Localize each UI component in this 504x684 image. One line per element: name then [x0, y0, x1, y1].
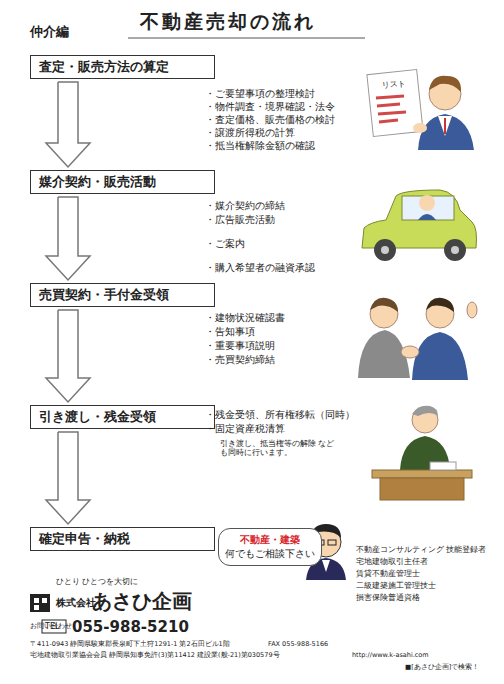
- company-logo: [30, 594, 50, 612]
- company-prefix: 株式会社: [56, 597, 96, 609]
- bullet-item: ・物件調査・境界確認・法令: [205, 101, 335, 113]
- address: 〒411-0943 静岡県駿東郡長泉町下土狩1291-1 第2石田ビル1階: [30, 641, 230, 648]
- bullet-item: ・譲渡所得税の計算: [205, 127, 295, 139]
- flow-arrow: [46, 432, 90, 524]
- flow-arrow: [46, 310, 90, 402]
- bullet-item: ・残金受領、所有権移転（同時）: [205, 409, 355, 421]
- flow-arrow: [46, 197, 90, 280]
- bullet-item: ・建物状況確認書: [205, 312, 285, 324]
- step-box: 売買契約・手付金受領: [30, 283, 215, 307]
- page-title: 不動産売却の流れ: [140, 11, 316, 33]
- step-box: 引き渡し・残金受領: [30, 405, 215, 429]
- bubble-text: 何でもご相談下さい: [225, 547, 315, 561]
- company-name: あさひ企画: [92, 590, 192, 613]
- tel-label: TEL: [45, 622, 59, 631]
- bullet-item: ・査定価格、販売価格の検討: [205, 114, 335, 126]
- qualification: 二級建築施工管理技士: [356, 582, 436, 591]
- bubble-text: 不動産・建築: [225, 533, 315, 547]
- section-label: 仲介編: [30, 25, 69, 40]
- qualification: 賃貸不動産管理士: [356, 570, 420, 579]
- step-box: 媒介契約・販売活動: [30, 170, 215, 194]
- step-label: 売買契約・手付金受領: [39, 286, 206, 304]
- qualification: 不動産コンサルティング 技能登録者: [356, 546, 486, 555]
- car-figure: [362, 190, 477, 261]
- step-label: 査定・販売方法の算定: [39, 58, 206, 76]
- slogan: ひとり ひとつを大切に: [56, 578, 138, 587]
- speech-bubble: 不動産・建築何でもご相談下さい: [218, 528, 322, 566]
- consultant-figure: [367, 70, 474, 150]
- step-label: 媒介契約・販売活動: [39, 173, 206, 191]
- bullet-item: ・ご要望事項の整理検討: [205, 88, 315, 100]
- flow-arrow: [46, 82, 90, 167]
- step-label: 確定申告・納税: [39, 530, 206, 548]
- handshake-figure: [358, 298, 477, 380]
- qualification: 損害保険普通資格: [356, 594, 420, 603]
- bullet-item: ・告知事項: [205, 326, 255, 338]
- bullet-item: ・固定資産税清算: [205, 423, 285, 435]
- search-note: ■[あさひ企画]で検索！: [405, 664, 479, 671]
- title-rule: [128, 38, 365, 39]
- bullet-item: ・重要事項説明: [205, 340, 275, 352]
- bullet-item: ・購入希望者の融資承認: [205, 262, 315, 274]
- bullet-item: ・ご案内: [205, 238, 245, 250]
- phone-number: 055-988-5210: [72, 619, 189, 636]
- bullet-item: ・媒介契約の締結: [205, 200, 285, 212]
- qualification: 宅地建物取引主任者: [356, 558, 428, 567]
- license: 宅地建物取引業協会会員 静岡県知事免許(3)第11412 建設業(般-21)第0…: [30, 652, 280, 659]
- bullet-item: ・抵当権解除金額の確認: [205, 140, 315, 152]
- fax-number: FAX 055-988-5166: [268, 641, 328, 648]
- step-box: 査定・販売方法の算定: [30, 55, 215, 79]
- url: http://www.k-asahi.com: [352, 652, 429, 659]
- step-label: 引き渡し・残金受領: [39, 408, 206, 426]
- bullet-item: ・売買契約締結: [205, 354, 275, 366]
- bullet-item: ・広告販売活動: [205, 214, 275, 226]
- desk-figure: [372, 406, 472, 500]
- step-box: 確定申告・納税: [30, 527, 215, 551]
- note: 引き渡し、抵当権等の解除 なども同時に行います。: [220, 440, 335, 457]
